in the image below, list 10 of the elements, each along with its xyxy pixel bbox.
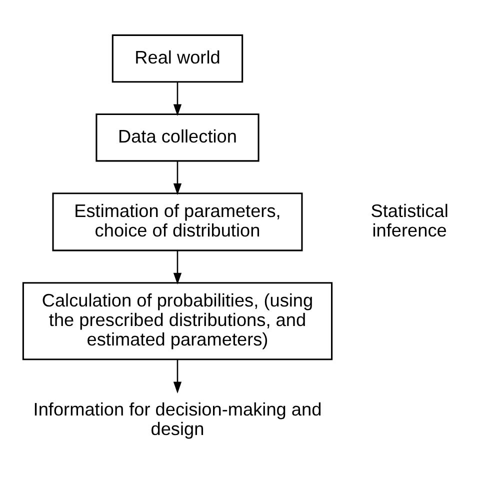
arrow [173,250,182,284]
node-box: Data collection [96,113,260,162]
node-text: Information for decision-making and design [33,398,322,438]
node-box: Real world [112,34,244,82]
arrow [173,160,182,195]
node-box: Calculation of probabilities, (using the prescribed distributions, and estimated parameters) [22,282,333,360]
arrow [173,358,182,393]
arrow [173,81,182,116]
node-box: Estimation of parameters, choice of distribution [52,192,303,251]
node-label: Statistical inference [370,200,448,240]
